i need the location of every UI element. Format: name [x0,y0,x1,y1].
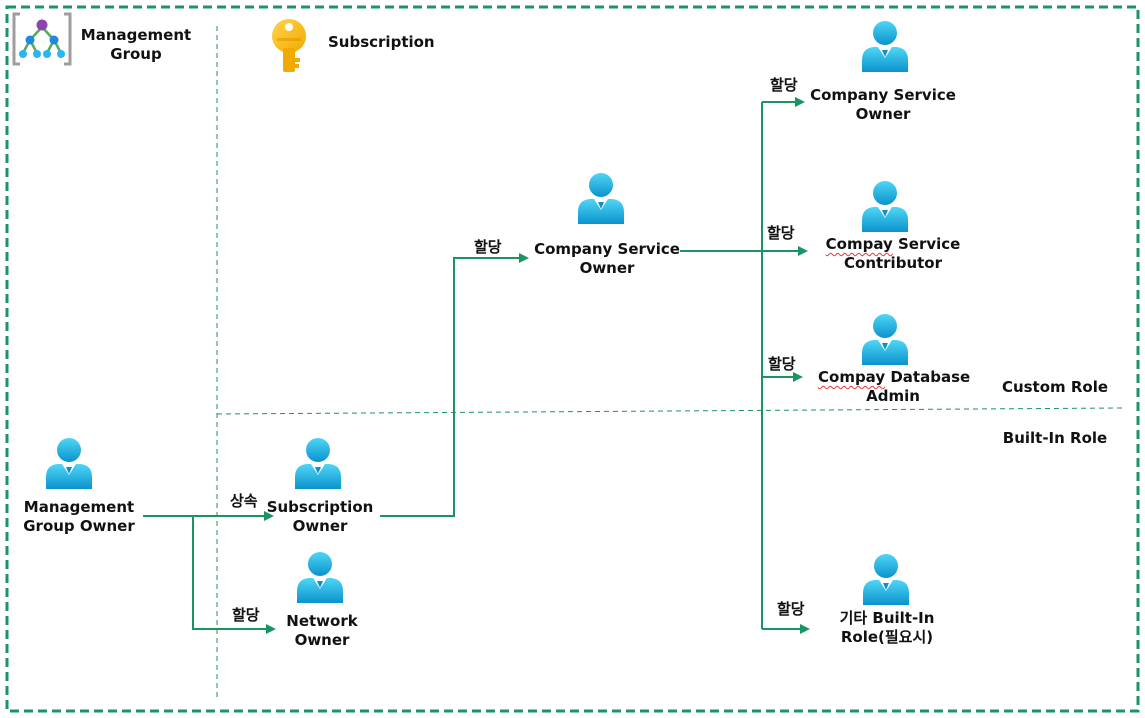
node-mg-owner-line2: Group Owner [23,517,135,535]
node-service-contributor-line2: Contributor [844,254,942,272]
node-service-contributor: Compay Service Contributor [818,235,968,273]
node-database-admin-line1: Compay Database [818,368,971,386]
edge-label-assign-other: 할당 [777,598,805,619]
node-service-contributor-line1: Compay Service [825,235,961,253]
node-company-service-owner-top: Company Service Owner [808,86,958,124]
node-other-builtin-line2: Role(필요시) [840,628,934,646]
node-network-owner: Network Owner [262,612,382,650]
custom-role-text: Custom Role [1001,378,1109,396]
builtin-role-text: Built-In Role [1002,429,1108,447]
node-cso-top-line2: Owner [855,105,911,123]
outer-frame [5,5,1140,713]
edge-label-assign-mid-text: 할당 [474,238,502,256]
custom-role-label: Custom Role [995,378,1115,397]
person-icon-mg-owner [44,437,94,489]
edge-label-assign-contributor: 할당 [767,222,795,243]
node-mg-owner: Management Group Owner [14,498,144,536]
subscription-title-text: Subscription [328,33,435,51]
node-other-builtin: 기타 Built-In Role(필요시) [817,609,957,647]
node-cso-mid-line2: Owner [579,259,635,277]
node-mg-owner-line1: Management [23,498,135,516]
edge-label-assign-database-text: 할당 [768,355,796,373]
person-icon-service-contributor [860,180,910,232]
person-icon-subscription-owner [293,437,343,489]
node-other-builtin-line1: 기타 Built-In [839,609,935,627]
arrows [143,97,810,634]
builtin-role-label: Built-In Role [995,429,1115,448]
node-database-admin: Compay Database Admin [818,368,971,406]
edge-label-assign-mid: 할당 [474,236,502,257]
edge-label-assign-network-text: 할당 [232,606,260,624]
edge-label-assign-top: 할당 [770,74,798,95]
person-icon-network-owner [295,551,345,603]
node-database-admin-line2: Admin [866,387,920,405]
role-divider [216,407,1123,415]
arrow-assign-network-owner [192,516,276,634]
management-group-icon [12,12,72,66]
node-network-owner-line2: Owner [294,631,350,649]
edge-label-assign-network: 할당 [232,604,260,625]
node-subscription-owner-line1: Subscription [266,498,374,516]
management-group-title-line1: Management [80,26,192,44]
edge-label-assign-top-text: 할당 [770,76,798,94]
subscription-key-icon [272,19,306,72]
edge-label-assign-other-text: 할당 [777,600,805,618]
person-icon-other-builtin [861,553,911,605]
node-subscription-owner: Subscription Owner [260,498,380,536]
subscription-title: Subscription [328,33,435,52]
node-subscription-owner-line2: Owner [292,517,348,535]
edge-label-assign-contributor-text: 할당 [767,224,795,242]
node-cso-top-line1: Company Service [810,86,956,104]
management-group-title-line2: Group [110,45,162,63]
person-icon-company-service-owner-mid [576,172,626,224]
node-cso-mid-line1: Company Service [534,240,680,258]
edge-label-inherit: 상속 [230,490,258,511]
node-network-owner-line1: Network [286,612,358,630]
management-group-title: Management Group [80,26,192,64]
edge-label-inherit-text: 상속 [230,492,258,510]
arrow-assign-company-service-owner [380,253,529,517]
edge-label-assign-database: 할당 [768,353,796,374]
person-icon-company-service-owner-top [860,20,910,72]
person-icon-database-admin [860,313,910,365]
node-company-service-owner-mid: Company Service Owner [532,240,682,278]
